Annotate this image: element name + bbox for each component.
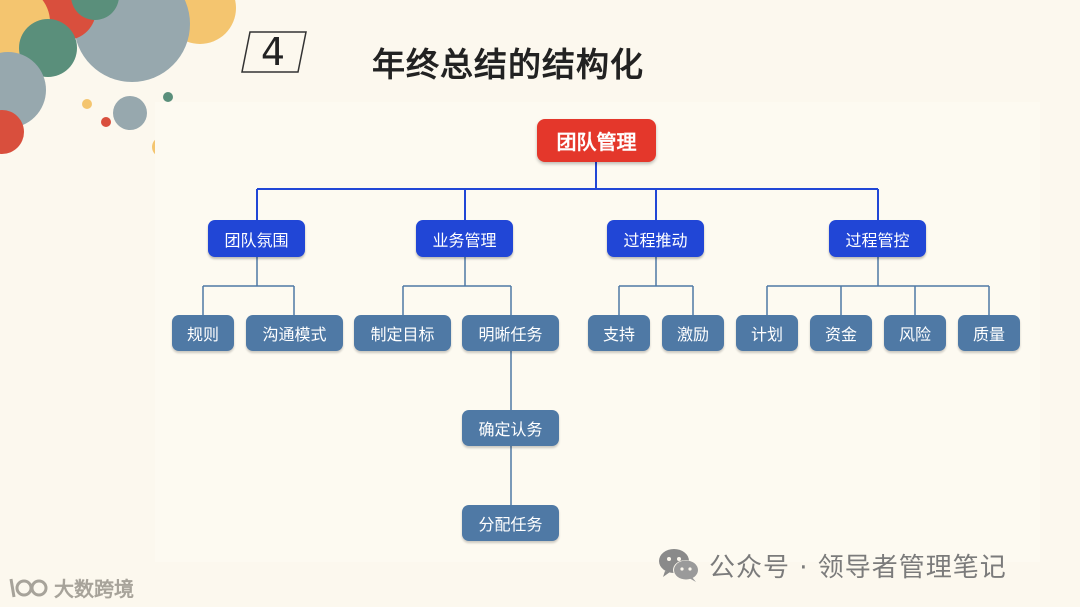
leaf-node-plan: 计划 xyxy=(736,315,798,351)
section-number-frame xyxy=(241,31,307,73)
decor-circle xyxy=(74,0,190,82)
root-node: 团队管理 xyxy=(537,119,656,162)
decorative-circles xyxy=(0,0,236,157)
section-number-box: 4 xyxy=(240,30,307,74)
branch-node-process-control: 过程管控 xyxy=(829,220,926,257)
branch-node-business-management: 业务管理 xyxy=(416,220,513,257)
leaf-node-rules: 规则 xyxy=(172,315,234,351)
logo-text: 大数跨境 xyxy=(54,576,134,601)
watermark: 公众号 · 领导者管理笔记 xyxy=(657,545,1007,585)
leaf-node-communication-mode: 沟通模式 xyxy=(246,315,343,351)
wechat-icon xyxy=(659,549,699,582)
brand-logo: 大数跨境 xyxy=(8,572,134,602)
chain-node-assign-tasks: 分配任务 xyxy=(462,505,559,541)
section-number: 4 xyxy=(260,30,286,74)
chain-node-confirm-tasks: 确定认务 xyxy=(462,410,559,446)
branch-node-team-atmosphere: 团队氛围 xyxy=(208,220,305,257)
decor-circle xyxy=(0,110,24,154)
decor-circle xyxy=(71,0,119,20)
leaf-node-set-goals: 制定目标 xyxy=(354,315,451,351)
decor-circle xyxy=(82,99,92,109)
watermark-text: 公众号 · 领导者管理笔记 xyxy=(709,552,1007,583)
decor-circle xyxy=(163,92,173,102)
leaf-node-funds: 资金 xyxy=(810,315,872,351)
leaf-node-quality: 质量 xyxy=(958,315,1020,351)
logo-icon xyxy=(9,578,48,598)
leaf-node-support: 支持 xyxy=(588,315,650,351)
page-title: 年终总结的结构化 xyxy=(372,45,644,84)
leaf-node-clarify-tasks: 明晰任务 xyxy=(462,315,559,351)
decor-circle xyxy=(0,52,46,128)
decor-circle xyxy=(101,117,111,127)
leaf-node-risk: 风险 xyxy=(884,315,946,351)
decor-circle xyxy=(113,96,147,130)
branch-node-process-drive: 过程推动 xyxy=(607,220,704,257)
leaf-node-motivation: 激励 xyxy=(662,315,724,351)
